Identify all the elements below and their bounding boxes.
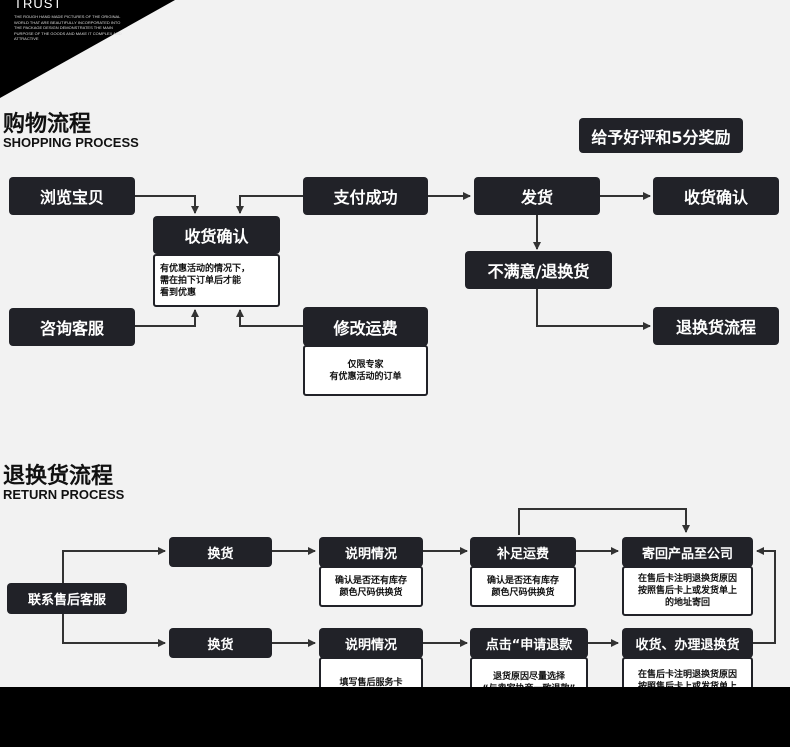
explain-box-2: 说明情况 [319, 628, 423, 658]
pay-box: 支付成功 [303, 177, 428, 215]
contact-box: 联系售后客服 [7, 583, 127, 614]
supplement-box: 补足运费 [470, 537, 576, 567]
confirm-note: 有优惠活动的情况下， 需在拍下订单后才能 看到优惠 [153, 254, 280, 307]
shopping-title-en: SHOPPING PROCESS [3, 135, 139, 150]
return-flow-box: 退换货流程 [653, 307, 779, 345]
shopping-title-cn: 购物流程 [3, 112, 92, 137]
exchange-box-2: 换货 [169, 628, 272, 658]
ship-box: 发货 [474, 177, 600, 215]
exchange-box-1: 换货 [169, 537, 272, 567]
confirm-box: 收货确认 [153, 216, 280, 254]
brand-tagline: THE ROUGH HAND MADE PICTURES OF THE ORIG… [14, 14, 122, 41]
modify-box: 修改运费 [303, 307, 428, 346]
bottom-black-bar [0, 687, 790, 747]
returns-title-en: RETURN PROCESS [3, 487, 125, 502]
explain-note-1: 确认是否还有库存 颜色尺码供换货 [319, 566, 423, 607]
reward-box: 给予好评和5分奖励 [579, 118, 743, 153]
receive-confirm-box: 收货确认 [653, 177, 779, 215]
browse-box: 浏览宝贝 [9, 177, 135, 215]
supplement-note: 确认是否还有库存 颜色尺码供换货 [470, 566, 576, 607]
explain-box-1: 说明情况 [319, 537, 423, 567]
send-back-box: 寄回产品至公司 [622, 537, 753, 567]
handle-box: 收货、办理退换货 [622, 628, 753, 658]
modify-note: 仅限专家 有优惠活动的订单 [303, 345, 428, 396]
corner-banner [0, 0, 175, 98]
send-back-note: 在售后卡注明退换货原因 按照售后卡上或发货单上 的地址寄回 [622, 566, 753, 616]
brand-text: TRUST [14, 0, 63, 11]
unsatisfied-box: 不满意/退换货 [465, 251, 612, 289]
apply-refund-box: 点击“申请退款 [470, 628, 588, 658]
returns-title-cn: 退换货流程 [3, 464, 114, 489]
consult-box: 咨询客服 [9, 308, 135, 346]
